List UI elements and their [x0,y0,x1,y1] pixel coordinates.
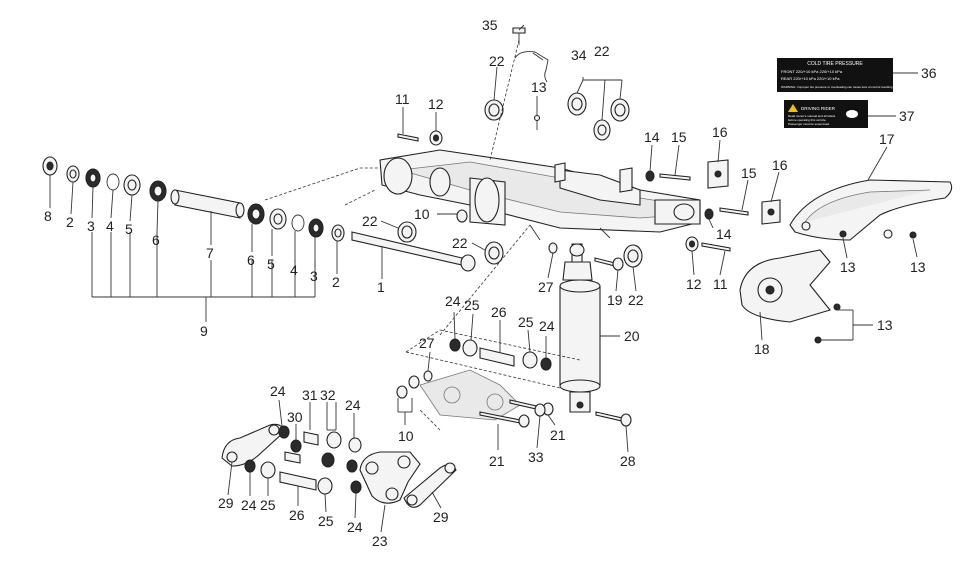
callout-2: 2 [332,274,340,290]
callout-1: 1 [377,279,385,295]
callout-34: 34 [571,47,587,63]
callout-26: 26 [289,507,305,523]
callout-24: 24 [445,293,461,309]
callout-17: 17 [879,131,895,147]
warning-label-part-37: DRIVING RIDER Read owner's manual and al… [784,100,868,128]
warning-label-line3: Passenger must be supervised. [788,122,830,126]
linkage-center-parts [396,329,581,428]
callout-14: 14 [644,129,660,145]
callout-21: 21 [550,427,566,443]
callout-24: 24 [539,318,555,334]
callout-32: 32 [320,387,336,403]
callout-8: 8 [44,208,52,224]
callout-13: 13 [840,259,856,275]
callout-22: 22 [594,43,610,59]
callout-27: 27 [538,279,554,295]
callout-15: 15 [671,129,687,145]
tire-label-row1: FRONT 220/+10 kPa 220/+10 kPa [781,69,843,74]
callout-9: 9 [200,323,208,339]
callout-6: 6 [247,252,255,268]
tire-label-title: COLD TIRE PRESSURE [807,61,863,67]
callout-23: 23 [372,533,388,549]
callout-22: 22 [452,235,468,251]
linkage-bottom-parts [221,423,457,508]
callout-15: 15 [741,165,757,181]
tire-label-warning: WARNING: Improper tire pressure or overl… [781,85,935,89]
callout-35: 35 [482,17,498,33]
callout-25: 25 [518,314,534,330]
callout-2: 2 [66,214,74,230]
callout-16: 16 [712,124,728,140]
callout-18: 18 [754,341,770,357]
warning-label-line2: before operating this vehicle. [788,118,827,122]
callout-29: 29 [218,495,234,511]
callout-28: 28 [620,453,636,469]
callout-4: 4 [290,262,298,278]
callout-24: 24 [270,383,286,399]
top-small-parts [397,27,917,344]
callout-4: 4 [106,218,114,234]
callout-22: 22 [489,53,505,69]
callout-13: 13 [877,317,893,333]
shock-absorber-part-20 [548,242,632,427]
callout-5: 5 [267,256,275,272]
callout-29: 29 [433,509,449,525]
tire-label-row2: REAR 220/+10 kPa 220/+10 kPa [781,76,840,81]
callout-25: 25 [318,513,334,529]
callout-16: 16 [772,157,788,173]
callout-36: 36 [921,65,937,81]
warning-label-title: DRIVING RIDER [801,106,836,111]
callout-19: 19 [607,292,623,308]
callout-24: 24 [345,397,361,413]
callout-33: 33 [528,449,544,465]
callout-10: 10 [398,428,414,444]
callout-37: 37 [899,108,915,124]
callout-24: 24 [347,519,363,535]
callout-26: 26 [491,304,507,320]
callout-3: 3 [87,218,95,234]
callout-7: 7 [206,245,214,261]
callout-13: 13 [531,79,547,95]
callout-24: 24 [241,497,257,513]
callout-25: 25 [260,497,276,513]
callout-20: 20 [624,328,640,344]
callout-6: 6 [152,232,160,248]
callout-11: 11 [713,276,728,292]
callout-22: 22 [628,292,644,308]
callout-10: 10 [414,206,430,222]
warning-label-line1: Read owner's manual and all labels [788,114,836,118]
callout-27: 27 [419,335,435,351]
callout-22: 22 [362,213,378,229]
leader-lines [49,24,918,533]
callout-30: 30 [287,409,303,425]
chain-guard-part-17 [789,179,953,241]
callout-3: 3 [310,268,318,284]
callout-11: 11 [395,91,410,107]
callout-14: 14 [716,226,732,242]
callout-21: 21 [489,453,505,469]
swingarm [379,149,701,241]
callout-31: 31 [302,387,318,403]
callout-12: 12 [686,276,702,292]
sprocket-guard-part-18 [739,249,831,323]
callout-labels: 35 34 22 22 13 11 12 14 15 16 17 36 37 8… [44,17,937,549]
callout-13: 13 [910,259,926,275]
callout-25: 25 [464,297,480,313]
tire-pressure-label-part-36: COLD TIRE PRESSURE FRONT 220/+10 kPa 220… [777,58,935,92]
callout-5: 5 [125,221,133,237]
callout-12: 12 [428,96,444,112]
